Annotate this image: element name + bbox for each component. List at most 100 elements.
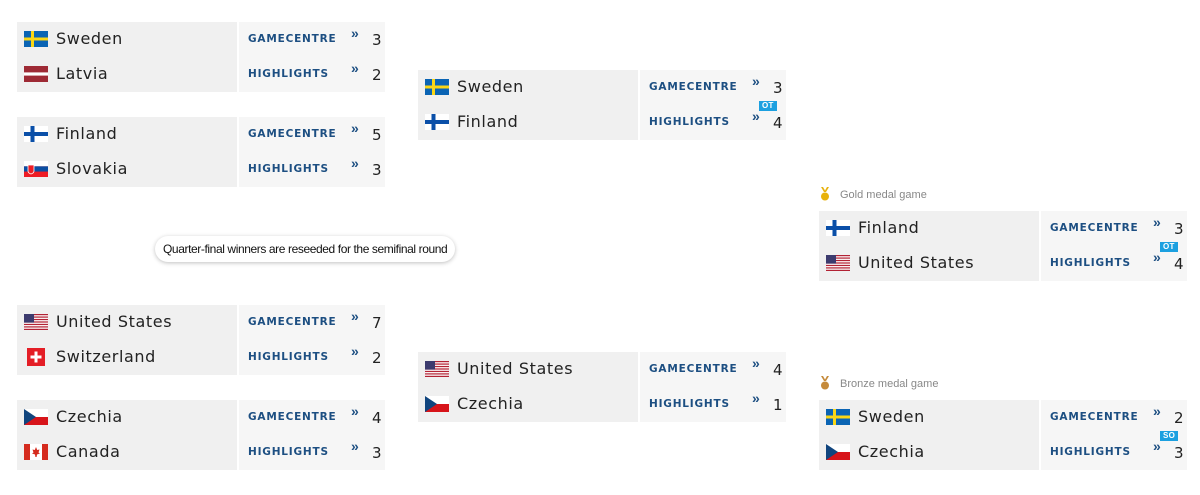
- gamecentre-link[interactable]: GAMECENTRE: [239, 400, 349, 435]
- team-cell[interactable]: Latvia: [17, 57, 237, 92]
- team-score: 3: [773, 79, 783, 97]
- chevron-right-icon: »: [752, 73, 760, 89]
- team-cell[interactable]: Canada: [17, 435, 237, 470]
- team-score: 1: [773, 396, 783, 414]
- team-cell[interactable]: Sweden: [17, 22, 237, 57]
- chevron-right-icon: »: [1153, 438, 1161, 454]
- score-cell: » 3: [750, 70, 786, 105]
- chevron-right-icon: »: [351, 308, 359, 324]
- team-cell[interactable]: Sweden: [418, 70, 638, 105]
- team-cell[interactable]: Sweden: [819, 400, 1039, 435]
- team-score: 3: [372, 444, 382, 462]
- gamecentre-link[interactable]: GAMECENTRE: [239, 305, 349, 340]
- usa-flag-icon: [425, 361, 449, 377]
- bronze-medal-icon: [821, 376, 829, 390]
- score-cell: » 1: [750, 387, 786, 422]
- shootout-badge: SO: [1160, 431, 1179, 441]
- score-cell: » 4: [349, 400, 385, 435]
- gold-medal-icon: [821, 187, 829, 201]
- finland-flag-icon: [425, 114, 449, 130]
- score-cell: » 2: [349, 340, 385, 375]
- team-score: 2: [372, 66, 382, 84]
- highlights-link[interactable]: HIGHLIGHTS: [640, 105, 750, 140]
- team-name: Czechia: [56, 407, 123, 426]
- team-row: Sweden GAMECENTRE » 3: [418, 70, 786, 105]
- chevron-right-icon: »: [351, 25, 359, 41]
- switzerland-flag-icon: [27, 348, 45, 366]
- gamecentre-link[interactable]: GAMECENTRE: [239, 22, 349, 57]
- team-cell[interactable]: Czechia: [819, 435, 1039, 470]
- chevron-right-icon: »: [351, 120, 359, 136]
- quarterfinal-game-3: United States GAMECENTRE » 7 Switzerland…: [17, 305, 385, 400]
- team-name: Sweden: [56, 29, 123, 48]
- semifinal-game-2: United States GAMECENTRE » 4 Czechia HIG…: [418, 352, 786, 447]
- team-cell[interactable]: Slovakia: [17, 152, 237, 187]
- team-cell[interactable]: Czechia: [17, 400, 237, 435]
- team-name: Finland: [457, 112, 519, 131]
- highlights-link[interactable]: HIGHLIGHTS: [239, 340, 349, 375]
- team-name: United States: [858, 253, 975, 272]
- team-row: Czechia HIGHLIGHTS » 1: [418, 387, 786, 422]
- quarterfinal-game-4: Czechia GAMECENTRE » 4 Canada HIGHLIGHTS…: [17, 400, 385, 495]
- team-row: Finland GAMECENTRE » 3: [819, 211, 1187, 246]
- bronze-medal-label: Bronze medal game: [840, 378, 939, 390]
- overtime-badge: OT: [1160, 242, 1178, 252]
- team-row: Czechia HIGHLIGHTS » 3: [819, 435, 1187, 470]
- team-cell[interactable]: United States: [819, 246, 1039, 281]
- sweden-flag-icon: [826, 409, 850, 425]
- chevron-right-icon: »: [351, 343, 359, 359]
- score-cell: » 2: [1151, 400, 1187, 435]
- team-cell[interactable]: Finland: [819, 211, 1039, 246]
- gamecentre-link[interactable]: GAMECENTRE: [640, 70, 750, 105]
- sweden-flag-icon: [24, 31, 48, 47]
- usa-flag-icon: [826, 255, 850, 271]
- chevron-right-icon: »: [1153, 403, 1161, 419]
- highlights-link[interactable]: HIGHLIGHTS: [239, 152, 349, 187]
- gamecentre-link[interactable]: GAMECENTRE: [640, 352, 750, 387]
- team-name: Latvia: [56, 64, 109, 83]
- team-score: 4: [372, 409, 382, 427]
- team-cell[interactable]: United States: [17, 305, 237, 340]
- team-cell[interactable]: Czechia: [418, 387, 638, 422]
- highlights-link[interactable]: HIGHLIGHTS: [239, 435, 349, 470]
- chevron-right-icon: »: [752, 390, 760, 406]
- chevron-right-icon: »: [351, 60, 359, 76]
- usa-flag-icon: [24, 314, 48, 330]
- gold-medal-game: Finland GAMECENTRE » 3 United States HIG…: [819, 211, 1187, 306]
- team-cell[interactable]: Switzerland: [17, 340, 237, 375]
- highlights-link[interactable]: HIGHLIGHTS: [1041, 246, 1151, 281]
- team-row: Switzerland HIGHLIGHTS » 2: [17, 340, 385, 375]
- score-cell: » 3: [1151, 211, 1187, 246]
- gamecentre-link[interactable]: GAMECENTRE: [239, 117, 349, 152]
- team-score: 3: [1174, 220, 1184, 238]
- team-cell[interactable]: Finland: [418, 105, 638, 140]
- gamecentre-link[interactable]: GAMECENTRE: [1041, 400, 1151, 435]
- team-score: 4: [773, 114, 783, 132]
- highlights-link[interactable]: HIGHLIGHTS: [239, 57, 349, 92]
- team-row: Slovakia HIGHLIGHTS » 3: [17, 152, 385, 187]
- team-score: 4: [773, 361, 783, 379]
- czechia-flag-icon: [24, 409, 48, 425]
- score-cell: » 2: [349, 57, 385, 92]
- team-cell[interactable]: United States: [418, 352, 638, 387]
- bronze-medal-game: Sweden GAMECENTRE » 2 Czechia HIGHLIGHTS…: [819, 400, 1187, 495]
- czechia-flag-icon: [826, 444, 850, 460]
- team-score: 3: [372, 31, 382, 49]
- finland-flag-icon: [24, 126, 48, 142]
- team-cell[interactable]: Finland: [17, 117, 237, 152]
- semifinal-game-1: Sweden GAMECENTRE » 3 Finland HIGHLIGHTS…: [418, 70, 786, 165]
- team-score: 2: [1174, 409, 1184, 427]
- team-score: 5: [372, 126, 382, 144]
- team-row: United States GAMECENTRE » 4: [418, 352, 786, 387]
- chevron-right-icon: »: [752, 355, 760, 371]
- team-name: Czechia: [457, 394, 524, 413]
- team-row: Sweden GAMECENTRE » 2: [819, 400, 1187, 435]
- finland-flag-icon: [826, 220, 850, 236]
- czechia-flag-icon: [425, 396, 449, 412]
- score-cell: » 3: [349, 435, 385, 470]
- highlights-link[interactable]: HIGHLIGHTS: [640, 387, 750, 422]
- team-name: Sweden: [457, 77, 524, 96]
- chevron-right-icon: »: [351, 155, 359, 171]
- gamecentre-link[interactable]: GAMECENTRE: [1041, 211, 1151, 246]
- highlights-link[interactable]: HIGHLIGHTS: [1041, 435, 1151, 470]
